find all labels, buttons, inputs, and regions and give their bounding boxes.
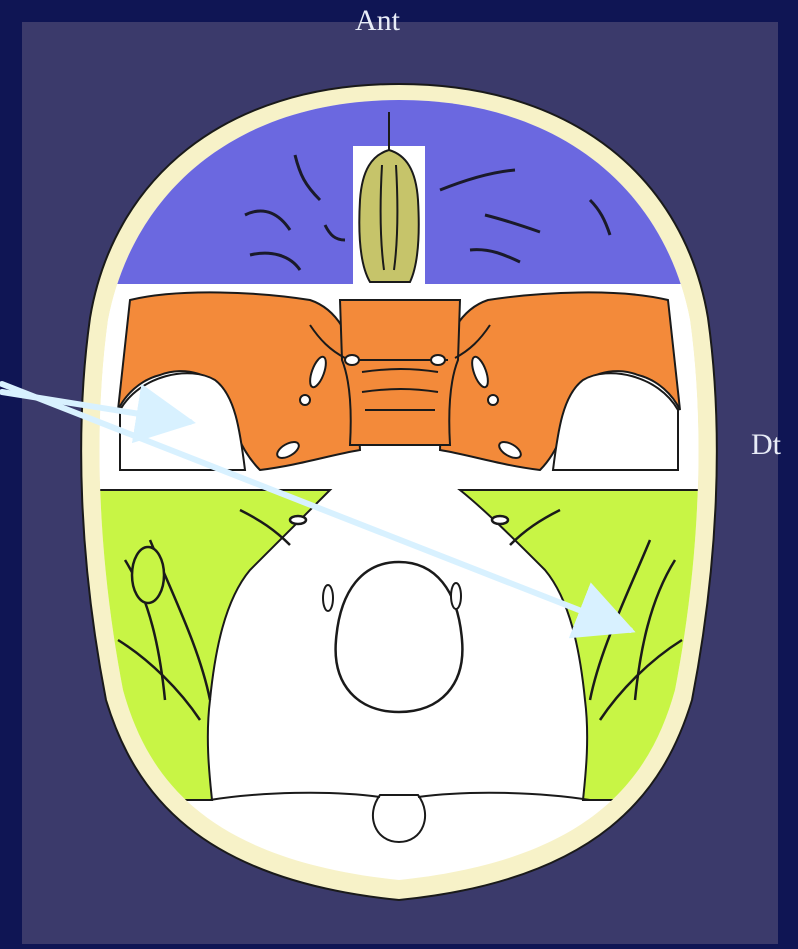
label-right: Dt [751,428,781,462]
sella-turcica [340,300,460,445]
label-anterior: Ant [355,4,400,38]
foramen-magnum [336,562,463,712]
internal-occipital-protuberance [373,795,425,842]
